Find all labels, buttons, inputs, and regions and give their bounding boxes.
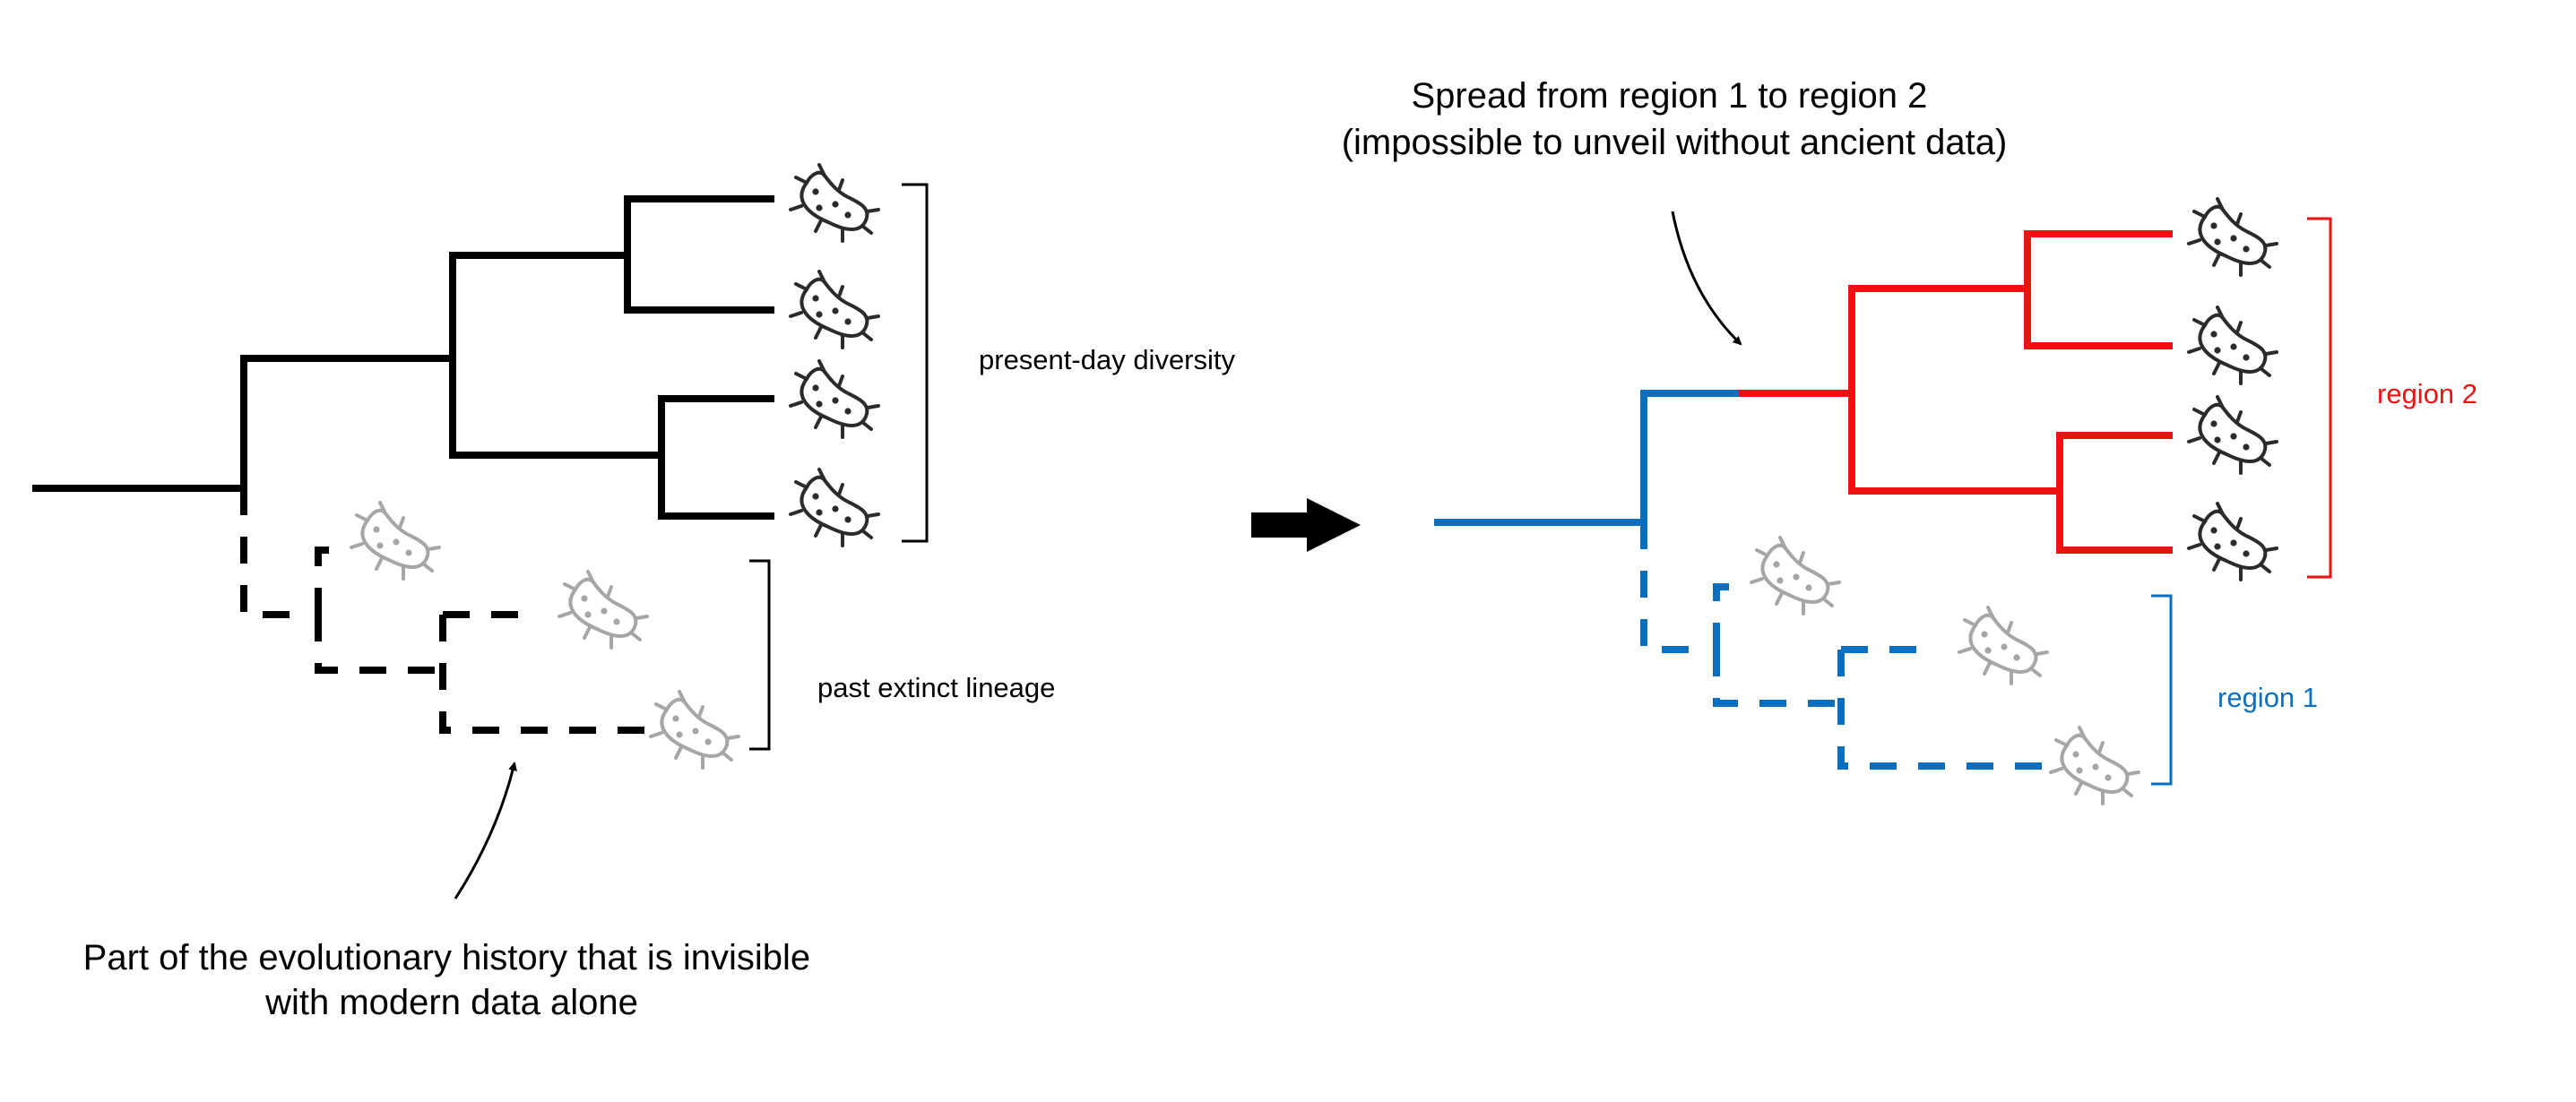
bacterium-icon [350,501,441,581]
region2-bracket [2307,217,2332,579]
right-tree [1434,230,2173,770]
right-caption-line: (impossible to unveil without ancient da… [1342,123,2008,162]
bacterium-icon [1750,536,1841,616]
left-caption: Part of the evolutionary history that is… [83,938,821,1022]
bacterium-icon [649,690,740,770]
right-caption-arrow [1671,211,1742,346]
left-caption-line: Part of the evolutionary history that is… [83,938,811,977]
bacterium-icon [789,468,880,547]
region2-label: region 2 [2377,378,2477,409]
bacterium-icon [789,270,880,349]
left-present-organisms [789,163,880,547]
region2-organisms [2187,197,2278,581]
bacterium-icon [2187,395,2278,475]
bacterium-icon [2187,502,2278,581]
bacterium-icon [789,163,880,243]
left-extinct-branches [240,488,654,734]
region1-branches [1434,390,1746,526]
bacterium-icon [2187,197,2278,277]
region1-extinct-branches [1640,522,2053,770]
present-label: present-day diversity [979,344,1236,375]
region2-branches [1739,230,2173,554]
left-tree [32,195,774,734]
extinct-label: past extinct lineage [817,672,1055,703]
bacterium-icon [789,359,880,439]
bacterium-icon [2049,726,2140,805]
right-caption-line: Spread from region 1 to region 2 [1411,76,1927,116]
region1-label: region 1 [2217,682,2318,713]
right-caption: Spread from region 1 to region 2 (imposs… [1342,76,2008,162]
present-bracket [902,183,929,543]
bacterium-icon [558,570,649,650]
region1-bracket [2151,594,2173,786]
right-arrow-icon [1251,498,1361,552]
bacterium-icon [1958,606,2049,685]
left-caption-line: with modern data alone [264,983,638,1022]
extinct-bracket [749,559,771,751]
left-caption-arrow [454,762,517,900]
left-present-branches [32,195,774,520]
bacterium-icon [2187,306,2278,385]
